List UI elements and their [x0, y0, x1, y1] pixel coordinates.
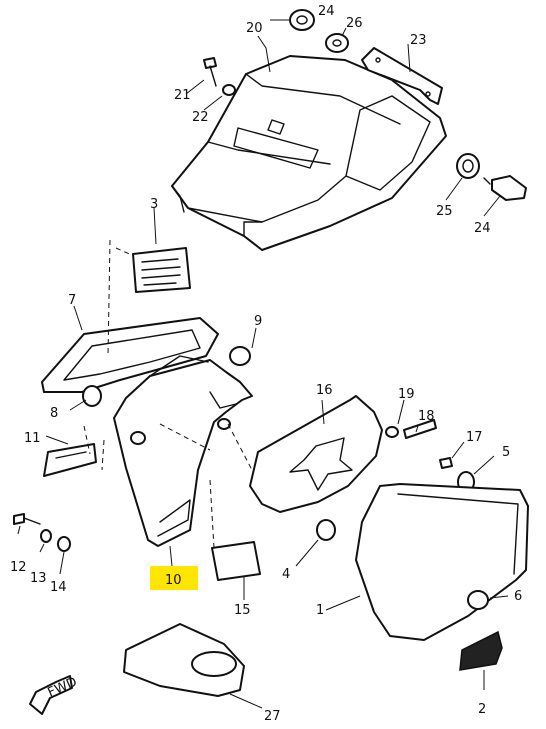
- callout-2: 2: [478, 702, 486, 717]
- callout-27: 27: [264, 709, 281, 724]
- callout-5: 5: [502, 445, 510, 460]
- callout-4: 4: [282, 567, 290, 582]
- callout-26: 26: [346, 16, 363, 31]
- part-13-washer: [40, 529, 52, 543]
- part-19-washer: [385, 426, 399, 438]
- part-11-label: [43, 443, 97, 477]
- part-21-bolt: [203, 57, 217, 87]
- part-14-collar: [57, 536, 71, 552]
- part-17-bolt: [439, 457, 453, 469]
- callout-9: 9: [254, 314, 262, 329]
- callout-21: 21: [174, 88, 191, 103]
- part-2-emblem: [459, 630, 503, 671]
- callout-10: 10: [165, 573, 182, 588]
- callout-24-right: 24: [474, 221, 491, 236]
- callout-20: 20: [246, 21, 263, 36]
- part-6-grommet: [467, 590, 489, 610]
- callout-23: 23: [410, 33, 427, 48]
- part-1-cover: [355, 483, 529, 641]
- callout-8: 8: [50, 406, 58, 421]
- callout-25: 25: [436, 204, 453, 219]
- part-8-grommet: [82, 385, 102, 407]
- callout-1: 1: [316, 603, 324, 618]
- part-23-bracket: [361, 47, 443, 105]
- callout-24-top: 24: [318, 4, 335, 19]
- callout-7: 7: [68, 293, 76, 308]
- part-10-panel: [113, 355, 253, 547]
- callout-14: 14: [50, 580, 67, 595]
- callout-12: 12: [10, 560, 27, 575]
- part-3-label: [132, 247, 191, 293]
- callout-13: 13: [30, 571, 47, 586]
- fwd-label: FWD: [46, 675, 80, 701]
- callout-3: 3: [150, 197, 158, 212]
- part-26-washer: [325, 33, 349, 53]
- part-12-bolt: [13, 513, 41, 525]
- part-9-grommet: [229, 346, 251, 366]
- callout-22: 22: [192, 110, 209, 125]
- part-22-nut: [222, 84, 236, 96]
- callout-11: 11: [24, 431, 41, 446]
- part-4-grommet: [316, 519, 336, 541]
- callout-17: 17: [466, 430, 483, 445]
- part-7-cover: [41, 317, 219, 393]
- callout-15: 15: [234, 603, 251, 618]
- part-16-panel: [249, 395, 383, 513]
- callout-18: 18: [418, 409, 435, 424]
- highlight-box: [150, 566, 198, 590]
- part-15-label: [211, 541, 261, 581]
- callout-6: 6: [514, 589, 522, 604]
- fwd-arrow-icon: [29, 675, 73, 715]
- part-25-grommet: [456, 153, 480, 179]
- callout-19: 19: [398, 387, 415, 402]
- part-18-bolt: [403, 419, 437, 439]
- part-24-nut-right: [483, 175, 527, 201]
- part-27-pad: [123, 623, 245, 697]
- part-20-box: [171, 55, 447, 251]
- part-24-nut-top: [289, 9, 315, 31]
- callout-16: 16: [316, 383, 333, 398]
